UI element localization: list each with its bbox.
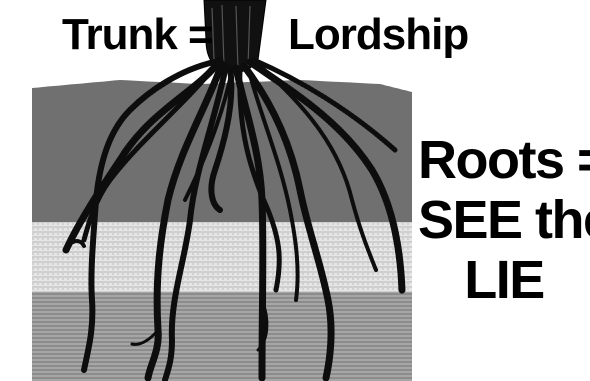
roots-caption-line-2: SEE the (418, 190, 590, 250)
roots-caption: Roots = SEE the LIE (418, 130, 590, 310)
lordship-label: Lordship (288, 10, 468, 60)
trunk-label: Trunk = (62, 10, 213, 60)
roots-caption-line-1: Roots = (418, 130, 590, 190)
roots-caption-line-3: LIE (418, 250, 590, 310)
